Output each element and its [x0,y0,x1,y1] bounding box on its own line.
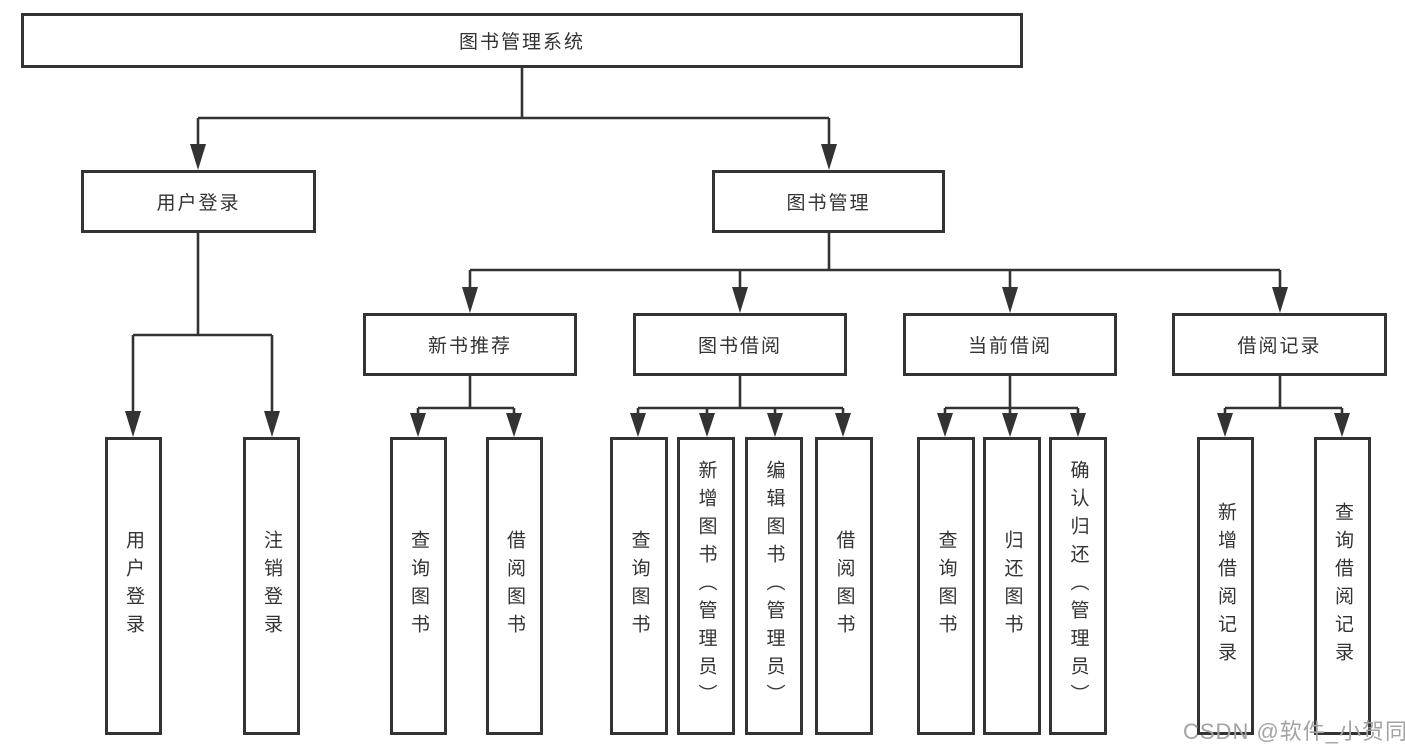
leaf-edit-books-admin-label: 编辑图书（管理员） [763,460,785,712]
leaf-borrow-books-recommend-label: 借阅图书 [504,530,525,642]
leaf-user-login-label: 用户登录 [123,530,144,642]
leaf-query-books-borrowing-label: 查询图书 [628,530,650,642]
leaf-query-books-recommend: 查询图书 [390,437,447,735]
leaf-add-borrow-record-label: 新增借阅记录 [1215,502,1236,670]
node-book-management-label: 图书管理 [786,193,871,214]
leaf-logout-label: 注销登录 [261,530,282,642]
node-current-borrowing: 当前借阅 [903,313,1117,376]
leaf-query-books-recommend-label: 查询图书 [408,530,429,642]
leaf-return-books: 归还图书 [983,437,1041,735]
leaf-logout: 注销登录 [243,437,300,735]
node-borrowing-records: 借阅记录 [1172,313,1387,376]
node-book-borrowing-label: 图书借阅 [697,336,782,357]
leaf-borrow-books: 借阅图书 [815,437,873,735]
leaf-confirm-return-admin: 确认归还（管理员） [1049,437,1107,735]
leaf-query-books-current: 查询图书 [917,437,975,735]
leaf-query-borrow-record-label: 查询借阅记录 [1332,502,1353,670]
node-current-borrowing-label: 当前借阅 [967,336,1052,357]
leaf-add-books-admin-label: 新增图书（管理员） [695,460,717,712]
csdn-watermark: CSDN @软件_小贺同学 [1183,719,1405,744]
node-user-login-label: 用户登录 [156,193,241,214]
node-borrowing-records-label: 借阅记录 [1237,336,1322,357]
node-book-management: 图书管理 [712,170,945,233]
leaf-confirm-return-admin-label: 确认归还（管理员） [1067,460,1089,712]
leaf-return-books-label: 归还图书 [1001,530,1023,642]
leaf-query-books-current-label: 查询图书 [935,530,957,642]
leaf-query-books-borrowing: 查询图书 [610,437,668,735]
node-book-borrowing: 图书借阅 [633,313,847,376]
leaf-add-borrow-record: 新增借阅记录 [1197,437,1254,735]
node-new-book-recommend-label: 新书推荐 [427,336,512,357]
node-root-label: 图书管理系统 [458,32,585,53]
node-new-book-recommend: 新书推荐 [363,313,577,376]
node-root: 图书管理系统 [21,13,1023,68]
leaf-query-borrow-record: 查询借阅记录 [1314,437,1371,735]
arrowheads [125,144,1350,437]
leaf-edit-books-admin: 编辑图书（管理员） [745,437,803,735]
leaf-borrow-books-recommend: 借阅图书 [486,437,543,735]
leaf-add-books-admin: 新增图书（管理员） [677,437,735,735]
leaf-user-login: 用户登录 [105,437,162,735]
leaf-borrow-books-label: 借阅图书 [833,530,855,642]
node-user-login: 用户登录 [81,170,316,233]
